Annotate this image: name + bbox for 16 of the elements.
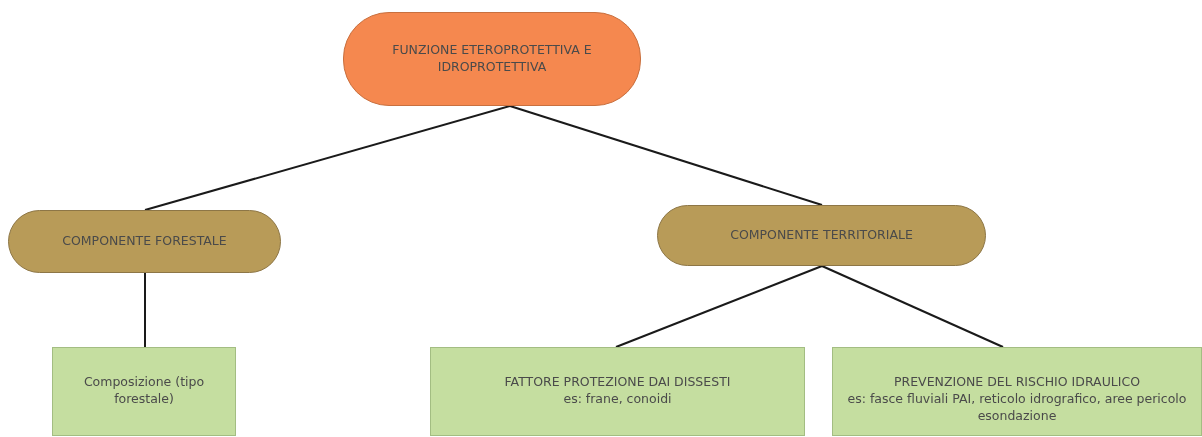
node-label: Composizione (tipo forestale) [82, 374, 206, 408]
connector-line [144, 105, 511, 211]
connector-line [144, 272, 146, 348]
node-label: FUNZIONE ETEROPROTETTIVA E IDROPROTETTIVA [391, 42, 593, 76]
node-label: COMPONENTE FORESTALE [62, 233, 227, 250]
detail-box [430, 347, 805, 436]
node-note: es: fasce fluviali PAI, reticolo idrografico, aree pericolo esondazione [846, 390, 1188, 425]
connector-line [821, 265, 1004, 348]
node-note: es: frane, conoidi [563, 390, 672, 408]
node-label: FATTORE PROTEZIONE DAI DISSESTI [504, 374, 731, 391]
detail-box [52, 347, 236, 436]
connector-line [509, 105, 823, 206]
detail-box [832, 347, 1202, 436]
node-label: COMPONENTE TERRITORIALE [730, 227, 913, 244]
node-label: PREVENZIONE DEL RISCHIO IDRAULICO [893, 374, 1140, 391]
connector-line [615, 265, 823, 348]
